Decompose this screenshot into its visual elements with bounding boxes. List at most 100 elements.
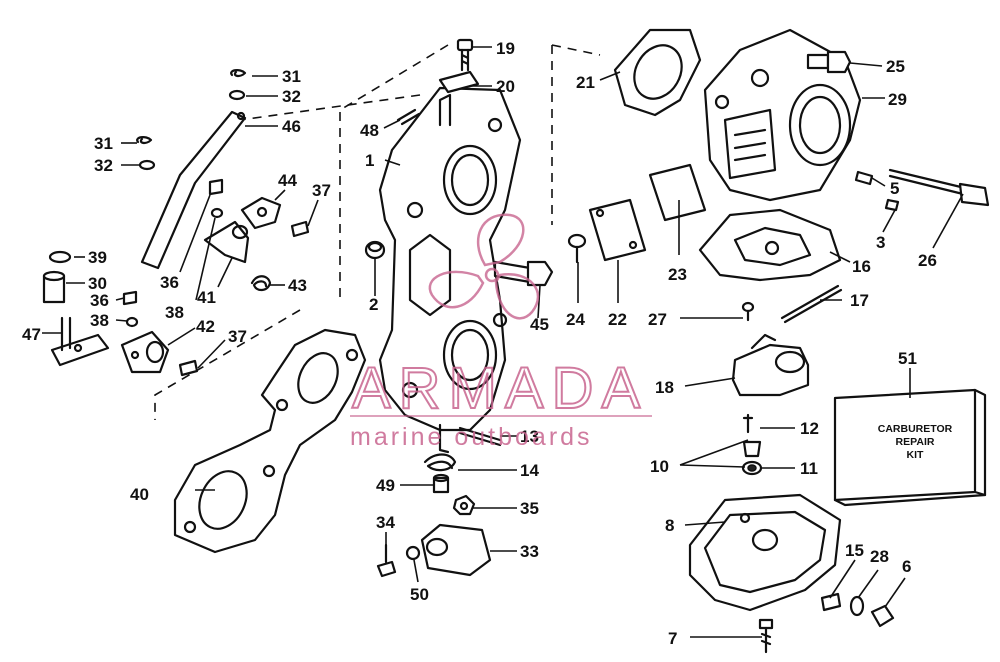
part-7-screw — [758, 618, 774, 654]
callout-38-upper: 38 — [165, 303, 184, 322]
callout-21: 21 — [576, 73, 595, 92]
part-14-spring — [423, 453, 457, 472]
part-35-nut — [452, 494, 476, 516]
callout-45: 45 — [530, 315, 549, 334]
part-27-screw — [741, 301, 755, 322]
callout-22: 22 — [608, 310, 627, 329]
part-3-screw — [884, 198, 900, 212]
part-21-gasket — [613, 28, 702, 117]
part-38-washer-upper — [210, 207, 224, 219]
callout-10: 10 — [650, 457, 669, 476]
callout-16: 16 — [852, 257, 871, 276]
part-36-screw-left — [122, 290, 138, 306]
callout-19: 19 — [496, 39, 515, 58]
callout-20: 20 — [496, 77, 515, 96]
callout-38-left: 38 — [90, 311, 109, 330]
callout-25: 25 — [886, 57, 905, 76]
part-32-washer-upper — [228, 89, 246, 101]
part-22-cover — [588, 198, 647, 262]
part-25-bolt — [806, 50, 852, 74]
part-50-washer — [405, 545, 421, 561]
repair-kit-label-line-3: KIT — [907, 449, 925, 461]
callout-44: 44 — [278, 171, 297, 190]
part-28-o-ring — [849, 595, 865, 617]
callout-2: 2 — [369, 295, 378, 314]
callout-7: 7 — [668, 629, 677, 648]
part-31-clip-upper — [230, 69, 247, 78]
part-41-cam-lever — [203, 220, 250, 264]
watermark-tagline: marine outboards — [350, 423, 593, 451]
callout-39: 39 — [88, 248, 107, 267]
part-30-bushing — [42, 270, 66, 304]
callout-8: 8 — [665, 516, 674, 535]
callout-47: 47 — [22, 325, 41, 344]
callout-labels: 19 20 48 1 2 45 24 22 23 21 29 25 5 3 26… — [22, 39, 937, 648]
callout-41: 41 — [197, 288, 216, 307]
callout-48: 48 — [360, 121, 379, 140]
part-44-cam — [240, 196, 282, 230]
part-37-screw-lower — [178, 359, 199, 377]
callout-50: 50 — [410, 585, 429, 604]
callout-31-lower: 31 — [94, 134, 113, 153]
callout-24: 24 — [566, 310, 585, 329]
part-8-float-bowl — [688, 493, 842, 612]
part-37-screw-upper — [290, 220, 310, 238]
callout-30: 30 — [88, 274, 107, 293]
part-36-screw-upper — [208, 178, 224, 196]
callout-34: 34 — [376, 513, 395, 532]
part-16-gasket — [698, 208, 842, 282]
callout-14: 14 — [520, 461, 539, 480]
callout-27: 27 — [648, 310, 667, 329]
callout-31-upper: 31 — [282, 67, 301, 86]
part-24-screw — [567, 233, 587, 264]
part-23-gasket — [648, 163, 707, 222]
callout-28: 28 — [870, 547, 889, 566]
callout-1: 1 — [365, 151, 374, 170]
callout-33: 33 — [520, 542, 539, 561]
armada-watermark: ARMADA marine outboards — [350, 213, 652, 451]
callout-35: 35 — [520, 499, 539, 518]
part-31-clip-lower — [136, 136, 153, 145]
callout-43: 43 — [288, 276, 307, 295]
callout-6: 6 — [902, 557, 911, 576]
part-19-screw — [456, 38, 474, 72]
callout-36-upper: 36 — [160, 273, 179, 292]
part-12-needle — [742, 413, 754, 434]
part-47-lever-plate — [50, 316, 110, 367]
part-42-lever — [120, 330, 170, 374]
callout-12: 12 — [800, 419, 819, 438]
callout-11: 11 — [800, 459, 818, 478]
callout-37-upper: 37 — [312, 181, 331, 200]
callout-40: 40 — [130, 485, 149, 504]
part-39-washer — [48, 250, 72, 264]
part-32-washer-lower — [138, 159, 156, 171]
callout-36-left: 36 — [90, 291, 109, 310]
part-18-float — [731, 333, 810, 397]
callout-17: 17 — [850, 291, 869, 310]
part-40-gasket — [173, 328, 367, 554]
part-13-shaft — [458, 426, 502, 447]
callout-37-lower: 37 — [228, 327, 247, 346]
callout-42: 42 — [196, 317, 215, 336]
part-49-bushing — [432, 473, 450, 494]
part-46-link-rod — [140, 110, 247, 270]
callout-29: 29 — [888, 90, 907, 109]
part-33-lever — [420, 523, 492, 577]
part-5-screw — [854, 170, 874, 186]
leader-lines — [42, 46, 964, 638]
callout-32-lower: 32 — [94, 156, 113, 175]
callout-26: 26 — [918, 251, 937, 270]
callout-3: 3 — [876, 233, 885, 252]
part-51-repair-kit — [833, 388, 987, 507]
part-34-screw — [376, 543, 397, 578]
callout-51: 51 — [898, 349, 917, 368]
repair-kit-label: CARBURETOR REPAIR KIT — [878, 423, 953, 461]
part-6-plug — [870, 604, 895, 628]
callout-15: 15 — [845, 541, 864, 560]
part-38-washer-left — [125, 316, 139, 328]
part-2-plug — [364, 240, 386, 260]
callout-5: 5 — [890, 179, 899, 198]
callout-23: 23 — [668, 265, 687, 284]
part-10-valve — [742, 440, 762, 458]
